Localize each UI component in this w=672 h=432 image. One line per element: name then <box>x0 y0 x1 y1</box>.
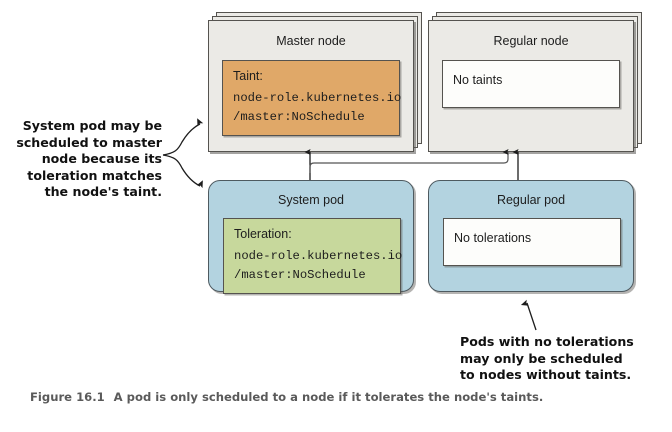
figure-caption-text: A pod is only scheduled to a node if it … <box>113 390 544 404</box>
regular-pod-tolerations-panel: No tolerations <box>443 218 621 266</box>
regular-pod-annotation-line-3: to nodes without taints. <box>460 367 632 382</box>
system-pod-annotation-line-2: scheduled to master <box>16 134 162 150</box>
regular-pod-annotation-line-1: Pods with no tolerations <box>460 334 634 349</box>
annotation-leader-system-pod <box>162 118 204 189</box>
regular-pod-title: Regular pod <box>496 193 566 207</box>
system-pod-annotation: System pod may be scheduled to master no… <box>14 118 162 201</box>
regular-node-taints-panel: No taints <box>442 60 620 108</box>
system-pod-toleration-panel: Toleration: node-role.kubernetes.io /mas… <box>223 218 403 294</box>
toleration-heading: Toleration: <box>234 227 292 241</box>
system-pod-annotation-line-3: node because its <box>41 151 162 166</box>
system-pod-box: System pod Toleration: node-role.kuberne… <box>208 180 414 294</box>
master-node-taint-panel: Taint: node-role.kubernetes.io /master:N… <box>222 60 402 136</box>
regular-node-title: Regular node <box>493 34 569 48</box>
regular-pod-box: Regular pod No tolerations <box>428 180 634 292</box>
connector-system-pod-to-regular-node <box>309 149 509 173</box>
toleration-value-line-2: /master:NoSchedule <box>234 268 366 282</box>
system-pod-title: System pod <box>277 193 344 207</box>
figure-caption-label: Figure 16.1 <box>30 390 105 404</box>
annotation-leader-regular-pod <box>520 299 537 331</box>
taint-heading: Taint: <box>233 69 263 83</box>
regular-pod-annotation-line-2: may only be scheduled <box>460 350 623 366</box>
system-pod-annotation-line-4: toleration matches <box>27 167 162 183</box>
no-taints-text: No taints <box>453 73 503 87</box>
regular-node-box: Regular node No taints <box>428 12 642 152</box>
taint-value-line-1: node-role.kubernetes.io <box>233 91 402 105</box>
toleration-value-line-1: node-role.kubernetes.io <box>234 249 403 263</box>
figure-caption: Figure 16.1 A pod is only scheduled to a … <box>30 390 543 404</box>
taint-value-line-2: /master:NoSchedule <box>233 110 365 124</box>
regular-pod-annotation: Pods with no tolerations may only be sch… <box>460 334 660 384</box>
no-tolerations-text: No tolerations <box>454 231 532 245</box>
master-node-title: Master node <box>276 34 346 48</box>
system-pod-annotation-line-5: the node's taint. <box>44 184 162 199</box>
master-node-box: Master node Taint: node-role.kubernetes.… <box>208 12 422 152</box>
system-pod-annotation-line-1: System pod may be <box>22 118 162 133</box>
